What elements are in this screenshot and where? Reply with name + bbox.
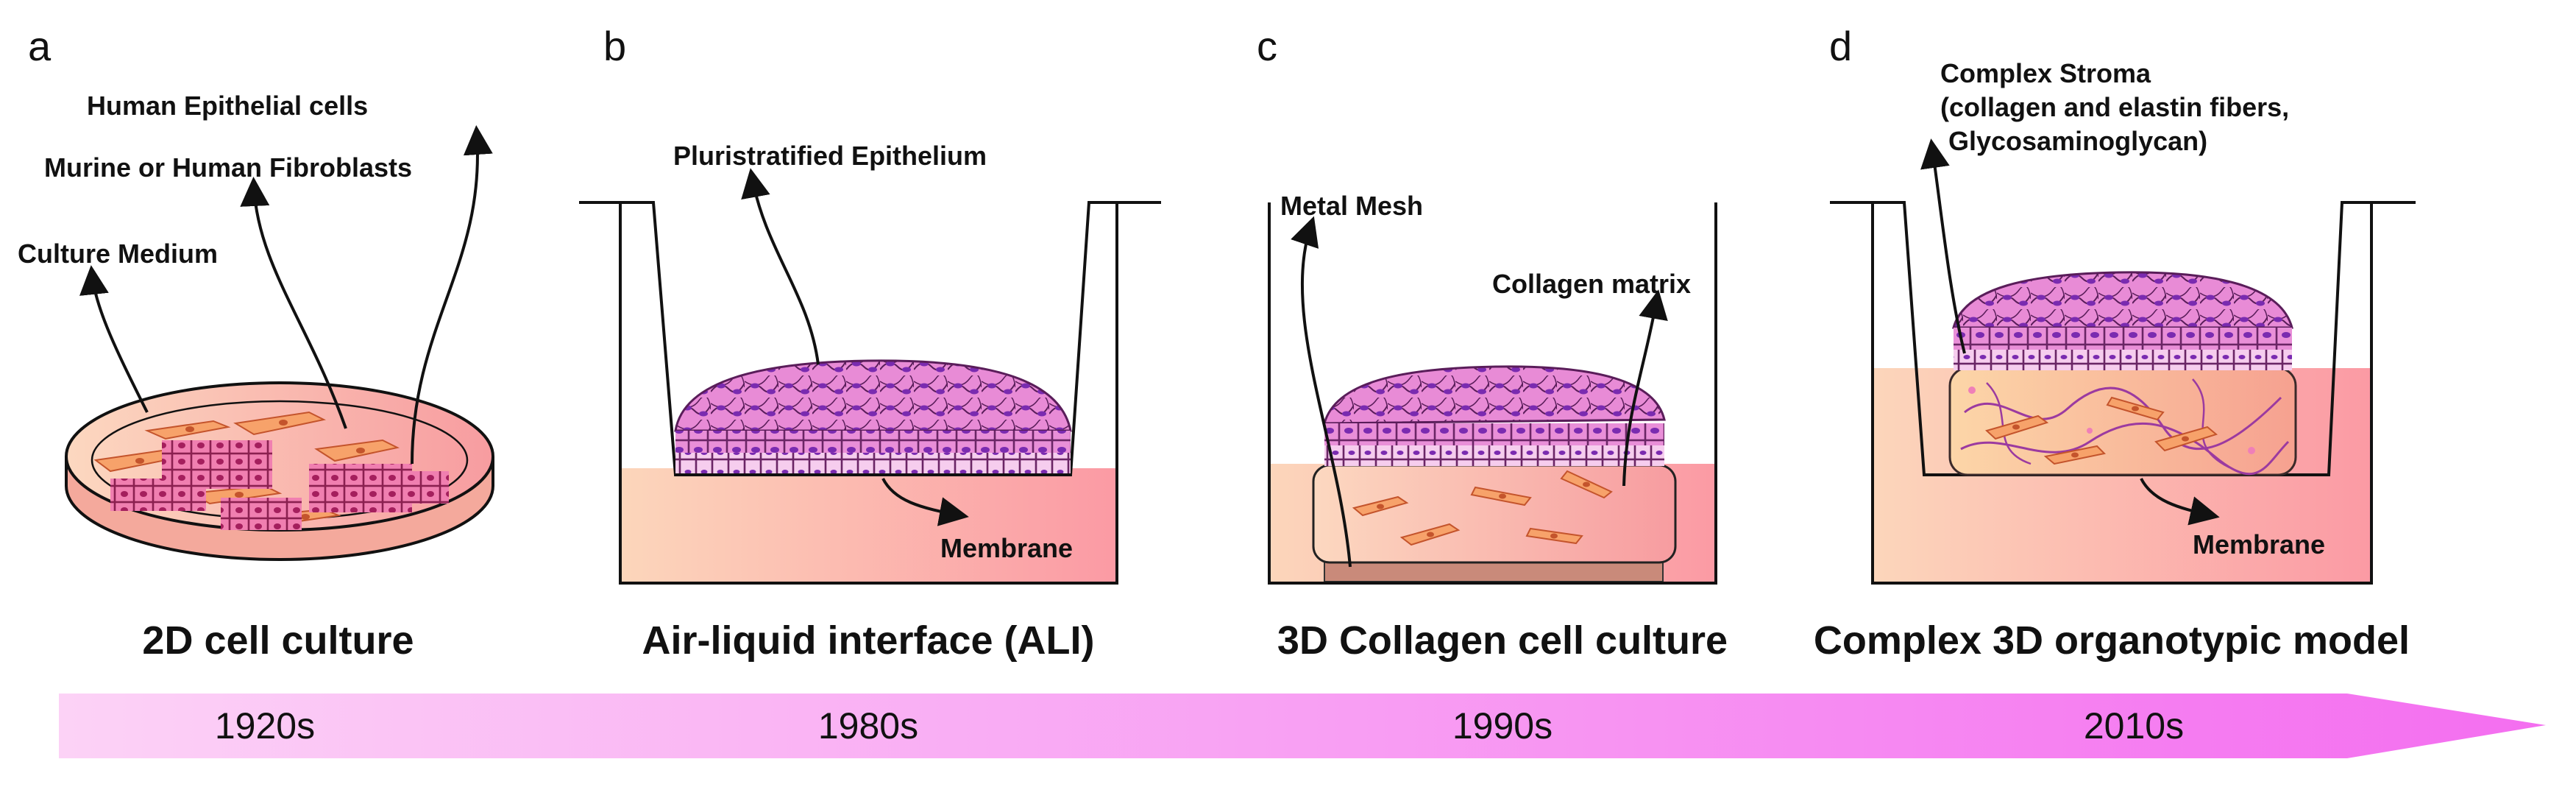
epithelial-cells-2d — [110, 440, 449, 530]
era-1990s: 1990s — [1452, 705, 1553, 747]
panel-b: b Pluristratified Epithelium Membrane Ai… — [579, 23, 1161, 663]
label-membrane-b: Membrane — [940, 533, 1073, 563]
era-1920s: 1920s — [215, 705, 315, 747]
arrow-epithelial — [411, 125, 493, 465]
panel-d: d Complex Stroma (col — [1814, 23, 2416, 663]
timeline: 1920s 1980s 1990s 2010s — [59, 694, 2546, 758]
panel-letter-b: b — [603, 23, 626, 69]
caption-2d-cell-culture: 2D cell culture — [142, 618, 414, 663]
complex-stroma — [1948, 367, 2297, 476]
label-pluristratified-epithelium: Pluristratified Epithelium — [673, 141, 987, 171]
panel-letter-c: c — [1257, 23, 1277, 69]
caption-ali: Air-liquid interface (ALI) — [642, 618, 1094, 663]
arrow-pluristratified — [741, 168, 820, 365]
arrow-fibroblasts — [240, 177, 347, 429]
arrow-membrane-b — [881, 478, 969, 526]
panel-letter-d: d — [1829, 23, 1852, 69]
label-fibroblasts: Murine or Human Fibroblasts — [44, 152, 412, 183]
caption-complex-3d: Complex 3D organotypic model — [1814, 618, 2410, 663]
label-metal-mesh: Metal Mesh — [1280, 191, 1423, 221]
panel-c: c Metal Mesh Collagen matrix 3D Collagen… — [1257, 23, 1728, 663]
label-complex-stroma: Complex Stroma — [1940, 58, 2151, 88]
arrow-culture-medium — [79, 265, 149, 413]
epithelium-d — [1952, 271, 2293, 370]
epithelium-c — [1323, 365, 1666, 466]
arrow-metal-mesh — [1291, 216, 1352, 568]
era-1980s: 1980s — [818, 705, 918, 747]
label-glycosaminoglycan: Glycosaminoglycan) — [1948, 126, 2207, 156]
petri-dish — [65, 381, 494, 561]
panel-letter-a: a — [28, 23, 52, 69]
fibroblasts-c — [1352, 470, 1613, 546]
arrow-collagen-matrix — [1622, 289, 1668, 487]
caption-3d-collagen: 3D Collagen cell culture — [1277, 618, 1728, 663]
timeline-arrow — [59, 694, 2546, 758]
panel-a: a — [18, 23, 494, 663]
label-human-epithelial-cells: Human Epithelial cells — [87, 91, 368, 121]
transwell-b — [579, 201, 1161, 585]
label-culture-medium: Culture Medium — [18, 239, 218, 269]
label-collagen-matrix: Collagen matrix — [1492, 269, 1691, 299]
arrow-complex-stroma — [1920, 138, 1966, 354]
label-membrane-d: Membrane — [2193, 529, 2325, 560]
arrow-membrane-d — [2140, 478, 2220, 526]
era-2010s: 2010s — [2084, 705, 2184, 747]
epithelium-b — [674, 359, 1072, 473]
label-stroma-fibers: (collagen and elastin fibers, — [1940, 92, 2289, 122]
